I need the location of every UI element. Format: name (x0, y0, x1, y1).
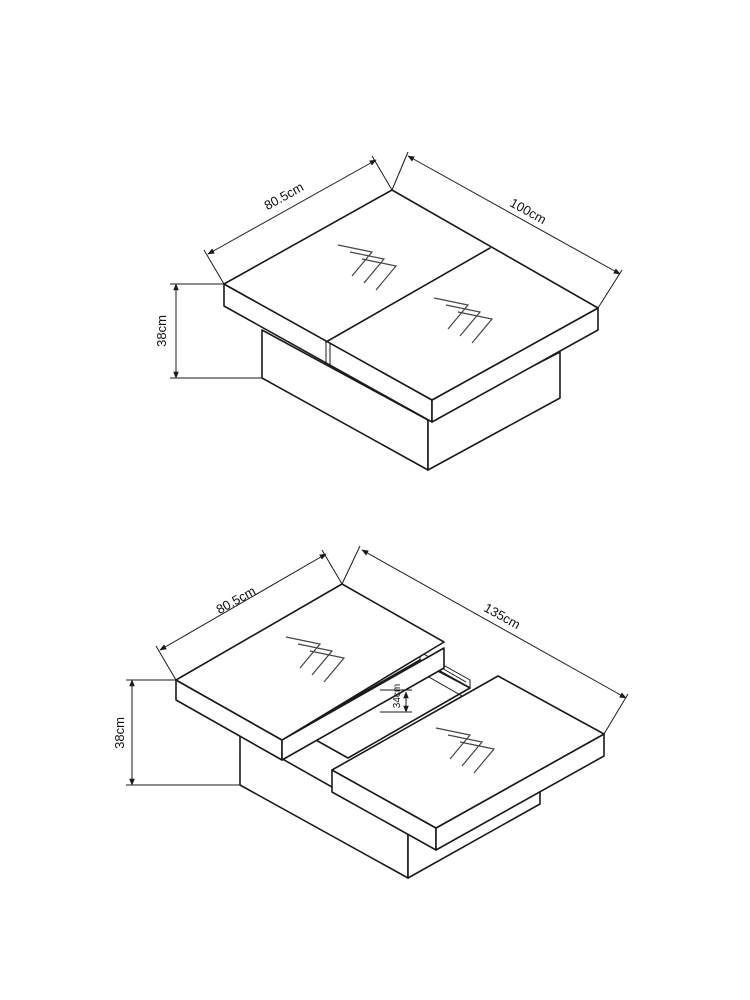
closed-height-label: 38cm (154, 315, 169, 347)
closed-table-drawing (223, 189, 599, 471)
extended-length-label: 135cm (481, 600, 522, 632)
extended-width-label: 80.5cm (214, 583, 259, 617)
extended-table-drawing (175, 583, 605, 879)
closed-dimensions (170, 151, 623, 379)
closed-width-label: 80.5cm (262, 179, 307, 213)
extended-dimensions (126, 545, 629, 786)
closed-chevron-marks-2 (433, 297, 494, 344)
closed-length-label: 100cm (507, 195, 548, 227)
inner-depth-label: 34cm (392, 684, 403, 708)
closed-panel-split-step (325, 342, 331, 366)
extended-chevron-marks-2 (435, 727, 496, 774)
extended-height-label: 38cm (112, 717, 127, 749)
